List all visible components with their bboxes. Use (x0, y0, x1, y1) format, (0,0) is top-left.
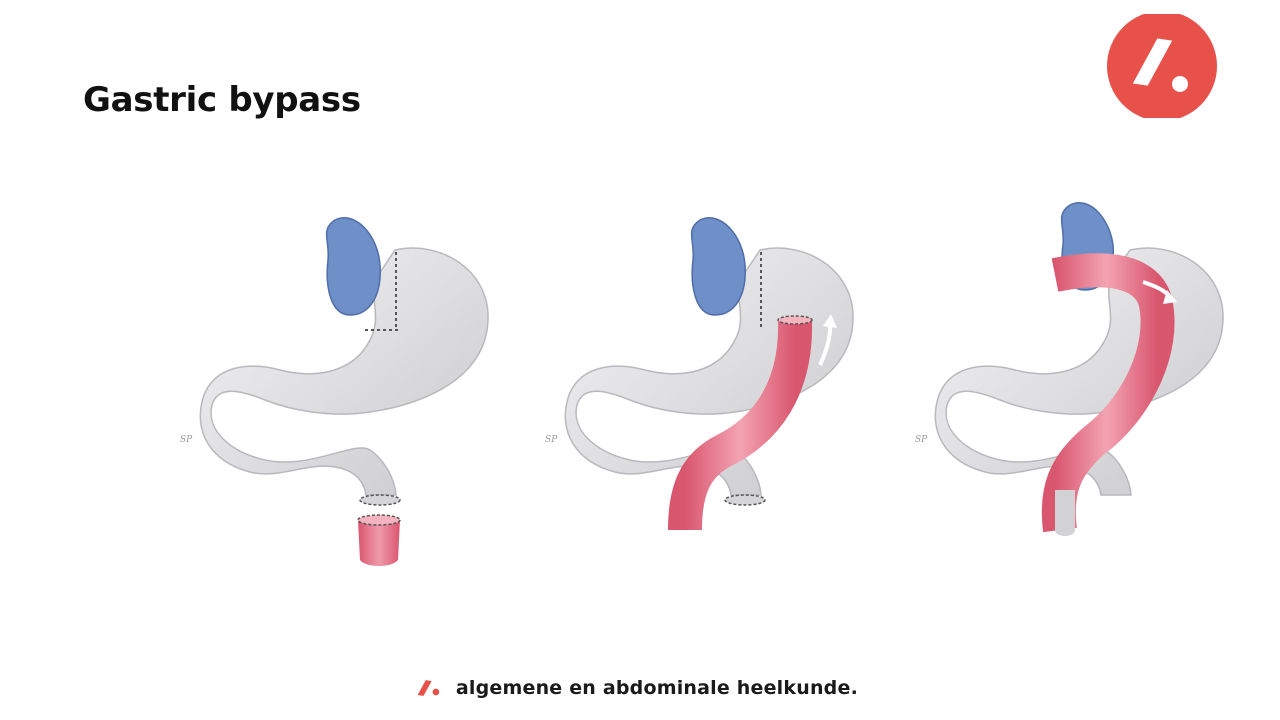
jejunum-limb (358, 520, 400, 566)
artist-signature: SP (180, 435, 193, 445)
gastric-bypass-step-3-illustration: SP (915, 202, 1224, 536)
esophagus-shape (690, 217, 746, 316)
footer-brand-text: algemene en abdominale heelkunde. (455, 677, 858, 699)
slash-dot-logo-icon (1107, 14, 1217, 118)
artist-signature: SP (915, 435, 928, 445)
illustration-row: SP SP (170, 190, 1230, 580)
footer-brand: algemene en abdominale heelkunde. (418, 672, 858, 704)
jejunum-limb (1041, 253, 1175, 533)
gastric-bypass-step-2-illustration: SP (545, 217, 854, 531)
esophagus-shape (325, 217, 381, 316)
jejunum-limb (668, 319, 813, 531)
artist-signature: SP (545, 435, 558, 445)
slash-dot-brand-icon (418, 680, 440, 696)
stomach-shape (199, 247, 489, 496)
gastric-bypass-step-1-illustration: SP (180, 217, 489, 566)
slide-title: Gastric bypass (83, 80, 361, 120)
